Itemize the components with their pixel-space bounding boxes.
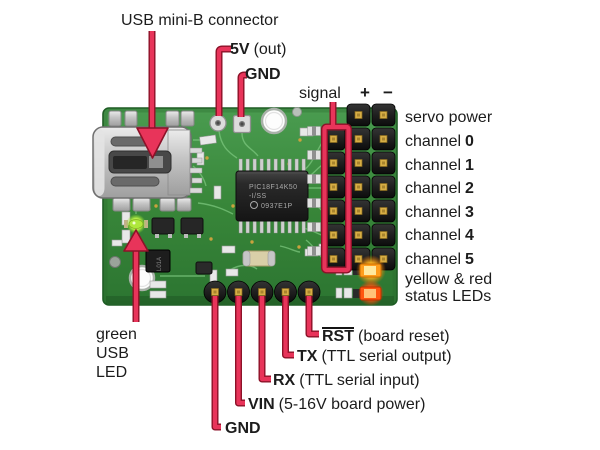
chip-marking-1: PIC18F14K50 [249, 184, 297, 191]
gnd-bottom-label: GND [225, 420, 261, 437]
rx-leader [259, 296, 271, 382]
5v-label: 5V(out) [230, 41, 287, 58]
servo-power-label: servo power [405, 109, 493, 126]
vin-label: VIN(5-16V board power) [248, 396, 426, 413]
gnd-top-leader [238, 72, 247, 117]
tx-label: TX(TTL serial output) [297, 348, 452, 365]
green-usb-led [124, 214, 148, 234]
tx-leader [283, 296, 294, 358]
rx-label: RX(TTL serial input) [273, 372, 420, 389]
vin-leader [236, 296, 245, 406]
rst-label: RST(board reset) [322, 327, 450, 345]
signal-label: signal [299, 85, 341, 102]
chip-marking-3: 0937E1P [261, 203, 293, 210]
status-leds-label-line1: yellow & red [405, 271, 493, 288]
minus-label: − [383, 83, 393, 102]
status-leds [356, 255, 386, 306]
resonator [242, 250, 276, 267]
signal-column-box [322, 124, 351, 273]
status-leds-label-line2: status LEDs [405, 288, 492, 305]
gnd-bottom-leader [212, 296, 221, 430]
microcontroller-chip: PIC18F14K50 -I/SS 0937E1P [235, 158, 309, 234]
green-led-arrowhead-icon [123, 229, 149, 252]
green-led-label-line3: LED [96, 364, 128, 381]
usb-connector-label: USB mini-B connector [121, 12, 279, 29]
usb-mini-b-connector [92, 110, 203, 212]
leader-lines [133, 31, 351, 430]
chip-marking-2: -I/SS [249, 193, 267, 200]
regulator-marking: L01A [157, 257, 163, 271]
green-led-label-line1: green [96, 326, 137, 343]
green-led-label-line2: USB [96, 345, 129, 362]
annotation-overlay [123, 31, 352, 431]
v5-leader [216, 46, 231, 116]
usb-arrowhead-icon [136, 127, 169, 159]
rst-leader [306, 296, 319, 337]
plus-label: + [360, 83, 370, 102]
gnd-top-label: GND [245, 66, 281, 83]
